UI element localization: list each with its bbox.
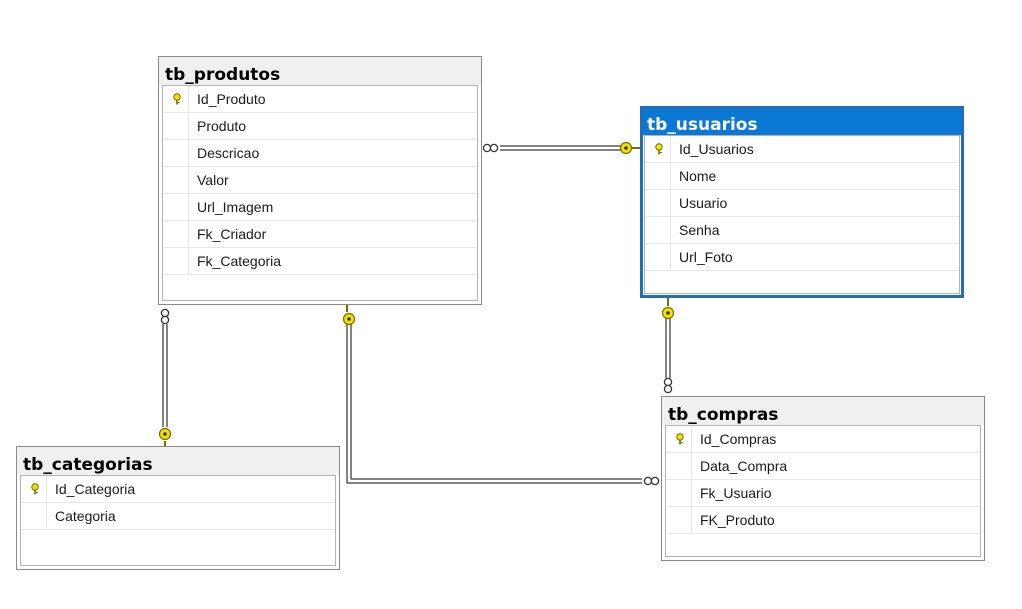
column-name: Descricao (197, 145, 260, 161)
key-end-icon (342, 312, 356, 326)
key-end-icon (619, 141, 633, 155)
column-row[interactable]: Id_Produto (163, 86, 477, 113)
primary-key-icon (676, 433, 684, 445)
column-row[interactable]: Valor (163, 167, 477, 194)
relationship-compras-usuarios[interactable] (665, 298, 671, 378)
column-row[interactable]: Descricao (163, 140, 477, 167)
column-name: Categoria (55, 508, 116, 524)
primary-key-icon (31, 483, 39, 495)
column-row[interactable]: Fk_Criador (163, 221, 477, 248)
table-produtos[interactable]: tb_produtos Id_Produto Produto Descricao… (158, 56, 482, 305)
column-row[interactable]: Url_Foto (645, 244, 959, 271)
column-name: Id_Produto (197, 91, 266, 107)
relationship-compras-produtos[interactable] (346, 302, 642, 484)
column-name: Valor (197, 172, 229, 188)
column-list: Id_Compras Data_Compra Fk_Usuario FK_Pro… (665, 425, 981, 557)
column-row[interactable]: Categoria (21, 503, 335, 530)
column-name: Produto (197, 118, 247, 134)
many-end-infinity-icon (482, 143, 499, 153)
column-name: Fk_Categoria (197, 253, 282, 269)
many-end-infinity-icon (160, 308, 170, 325)
key-end-icon (661, 306, 675, 320)
column-row[interactable]: Id_Categoria (21, 476, 335, 503)
column-row[interactable]: Fk_Usuario (666, 480, 980, 507)
column-row[interactable]: FK_Produto (666, 507, 980, 534)
column-name: Data_Compra (700, 458, 788, 474)
column-row[interactable]: Fk_Categoria (163, 248, 477, 275)
many-end-infinity-icon (643, 476, 660, 486)
column-row[interactable]: Nome (645, 163, 959, 190)
column-row[interactable]: Usuario (645, 190, 959, 217)
column-list: Id_Produto Produto Descricao Valor Url_I… (162, 85, 478, 301)
column-name: Fk_Usuario (700, 485, 772, 501)
column-row[interactable]: Url_Imagem (163, 194, 477, 221)
column-name: Url_Foto (679, 249, 733, 265)
primary-key-icon (655, 143, 663, 155)
table-categorias[interactable]: tb_categorias Id_Categoria Categoria (16, 446, 340, 570)
column-name: FK_Produto (700, 512, 775, 528)
column-name: Nome (679, 168, 717, 184)
table-title[interactable]: tb_usuarios (643, 109, 961, 135)
table-usuarios[interactable]: tb_usuarios Id_Usuarios Nome Usuario Sen… (640, 106, 964, 298)
column-name: Id_Compras (700, 431, 777, 447)
column-row[interactable]: Id_Usuarios (645, 136, 959, 163)
column-row[interactable]: Data_Compra (666, 453, 980, 480)
table-compras[interactable]: tb_compras Id_Compras Data_Compra Fk_Usu… (661, 396, 985, 561)
column-row[interactable]: Id_Compras (666, 426, 980, 453)
column-name: Usuario (679, 195, 728, 211)
primary-key-icon (173, 93, 181, 105)
column-list: Id_Usuarios Nome Usuario Senha Url_Foto (644, 135, 960, 294)
column-name: Fk_Criador (197, 226, 267, 242)
column-row[interactable]: Senha (645, 217, 959, 244)
key-end-icon (158, 427, 172, 441)
many-end-infinity-icon (663, 377, 673, 394)
table-title[interactable]: tb_produtos (159, 57, 481, 85)
column-name: Id_Categoria (55, 481, 136, 497)
table-title[interactable]: tb_categorias (17, 447, 339, 475)
column-name: Url_Imagem (197, 199, 274, 215)
column-list: Id_Categoria Categoria (20, 475, 336, 566)
column-row[interactable]: Produto (163, 113, 477, 140)
table-title[interactable]: tb_compras (662, 397, 984, 425)
column-name: Senha (679, 222, 720, 238)
column-name: Id_Usuarios (679, 141, 754, 157)
